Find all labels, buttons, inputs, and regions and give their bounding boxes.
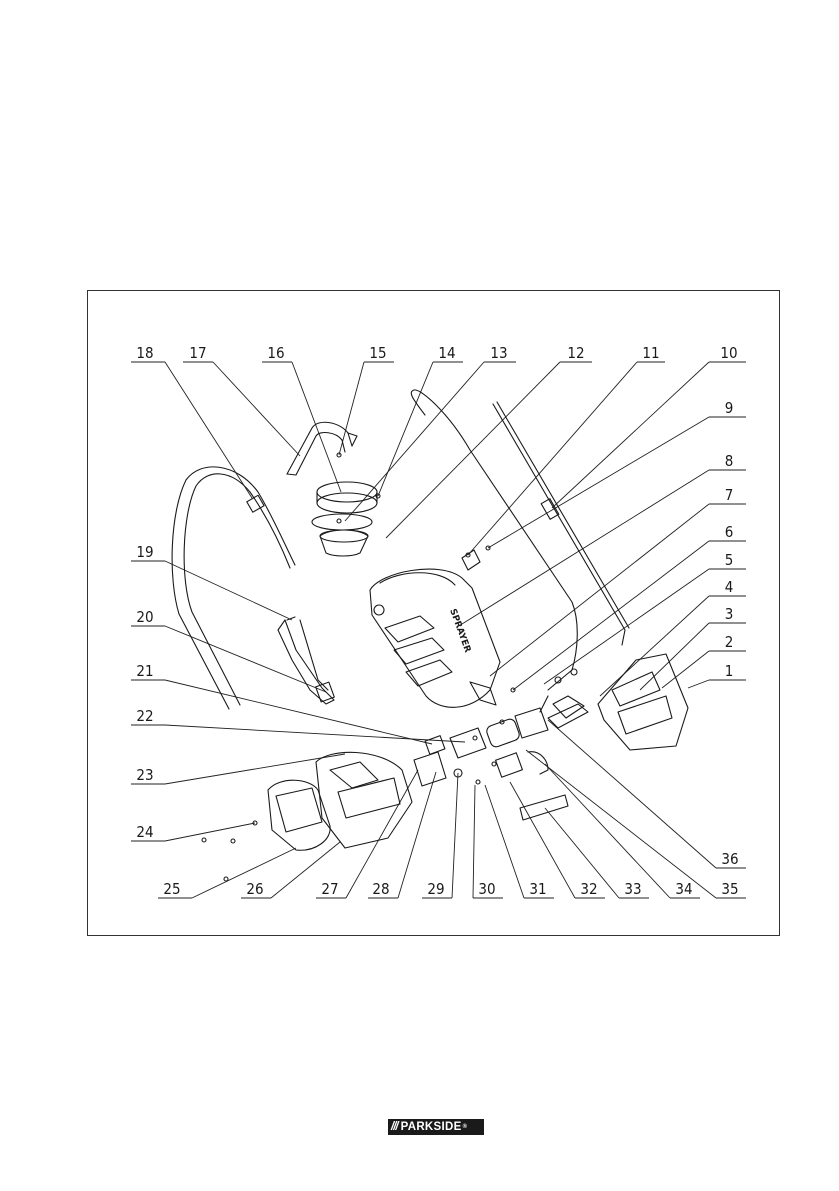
callout-18: 18 xyxy=(131,344,252,498)
callout-7: 7 xyxy=(490,486,746,676)
callout-leader-line xyxy=(688,680,709,688)
parts-layer: SPRAYER xyxy=(172,390,688,881)
callout-number: 22 xyxy=(136,707,153,725)
pump-assembly-drawing xyxy=(425,704,588,820)
callout-34: 34 xyxy=(545,764,700,898)
callout-number: 1 xyxy=(725,662,734,680)
small-hardware-drawing xyxy=(462,546,584,718)
callout-number: 7 xyxy=(725,486,734,504)
battery-pack-drawing xyxy=(598,654,688,750)
callout-number: 3 xyxy=(725,605,734,623)
callout-number: 13 xyxy=(490,344,507,362)
callout-leader-line xyxy=(513,541,709,690)
callout-6: 6 xyxy=(513,523,746,690)
callout-19: 19 xyxy=(131,543,292,620)
callout-number: 14 xyxy=(438,344,455,362)
spray-hose-drawing xyxy=(411,390,577,712)
callout-leader-line xyxy=(488,417,709,548)
callout-number: 25 xyxy=(163,880,180,898)
callout-number: 12 xyxy=(567,344,584,362)
callout-leader-line xyxy=(346,770,418,898)
callout-number: 32 xyxy=(580,880,597,898)
callout-leader-line xyxy=(386,362,560,538)
callout-number: 27 xyxy=(321,880,338,898)
callout-35: 35 xyxy=(526,750,746,898)
callout-number: 4 xyxy=(725,578,734,596)
callout-leader-line xyxy=(378,362,433,496)
callout-number: 19 xyxy=(136,543,153,561)
shoulder-strap-drawing xyxy=(172,467,295,709)
brand-mark: /// xyxy=(391,1121,398,1133)
callout-leader-line xyxy=(213,362,300,456)
callout-number: 21 xyxy=(136,662,153,680)
brand-name: PARKSIDE xyxy=(401,1121,462,1133)
callout-number: 35 xyxy=(721,880,738,898)
callout-number: 2 xyxy=(725,633,734,651)
brand-logo: /// PARKSIDE ® xyxy=(388,1119,484,1135)
callout-number: 15 xyxy=(369,344,386,362)
callout-layer: 1234567891011121314151617181920212223242… xyxy=(131,344,746,898)
callout-24: 24 xyxy=(131,823,255,841)
callout-5: 5 xyxy=(544,551,746,684)
callout-11: 11 xyxy=(468,344,665,555)
callout-leader-line xyxy=(640,623,709,690)
callout-number: 26 xyxy=(246,880,263,898)
callout-leader-line xyxy=(165,823,255,841)
callout-number: 33 xyxy=(624,880,641,898)
callout-number: 31 xyxy=(529,880,546,898)
callout-29: 29 xyxy=(422,773,458,898)
callout-leader-line xyxy=(473,785,475,898)
callout-number: 17 xyxy=(189,344,206,362)
battery-housing-drawing xyxy=(316,752,446,848)
callout-15: 15 xyxy=(339,344,394,455)
callout-number: 28 xyxy=(372,880,389,898)
callout-32: 32 xyxy=(510,782,605,898)
callout-number: 8 xyxy=(725,452,734,470)
callout-number: 30 xyxy=(478,880,495,898)
handle-drawing xyxy=(287,422,357,475)
callout-28: 28 xyxy=(368,772,436,898)
callout-number: 16 xyxy=(267,344,284,362)
callout-36: 36 xyxy=(548,720,746,868)
callout-leader-line xyxy=(292,362,341,492)
tank-brand-label: SPRAYER xyxy=(447,608,472,654)
callout-25: 25 xyxy=(158,848,296,898)
callout-number: 9 xyxy=(725,399,734,417)
callout-number: 5 xyxy=(725,551,734,569)
callout-number: 29 xyxy=(427,880,444,898)
tank-drawing: SPRAYER xyxy=(370,569,500,707)
callout-20: 20 xyxy=(131,608,326,692)
callout-12: 12 xyxy=(386,344,592,538)
spray-lance-drawing xyxy=(493,402,629,645)
callout-number: 20 xyxy=(136,608,153,626)
callout-1: 1 xyxy=(688,662,746,688)
callout-number: 36 xyxy=(721,850,738,868)
callout-number: 11 xyxy=(642,344,659,362)
spray-gun-drawing xyxy=(278,617,334,704)
callout-leader-line xyxy=(490,504,709,676)
callout-number: 10 xyxy=(720,344,737,362)
callout-leader-line xyxy=(165,680,432,744)
callout-leader-line xyxy=(452,773,458,898)
callout-leader-line xyxy=(165,362,252,498)
callout-leader-line xyxy=(345,362,484,521)
callout-9: 9 xyxy=(488,399,746,548)
callout-number: 18 xyxy=(136,344,153,362)
callout-30: 30 xyxy=(473,785,503,898)
callout-number: 34 xyxy=(675,880,692,898)
callout-leader-line xyxy=(552,362,709,508)
callout-leader-line xyxy=(544,569,709,684)
callout-number: 24 xyxy=(136,823,153,841)
callout-leader-line xyxy=(165,725,465,742)
callout-16: 16 xyxy=(262,344,341,492)
callout-27: 27 xyxy=(316,770,418,898)
callout-number: 6 xyxy=(725,523,734,541)
callout-number: 23 xyxy=(136,766,153,784)
filler-cap-drawing xyxy=(312,453,380,556)
registered-mark: ® xyxy=(463,1124,468,1130)
callout-leader-line xyxy=(526,750,716,898)
callout-23: 23 xyxy=(131,754,345,784)
callout-leader-line xyxy=(468,362,637,555)
